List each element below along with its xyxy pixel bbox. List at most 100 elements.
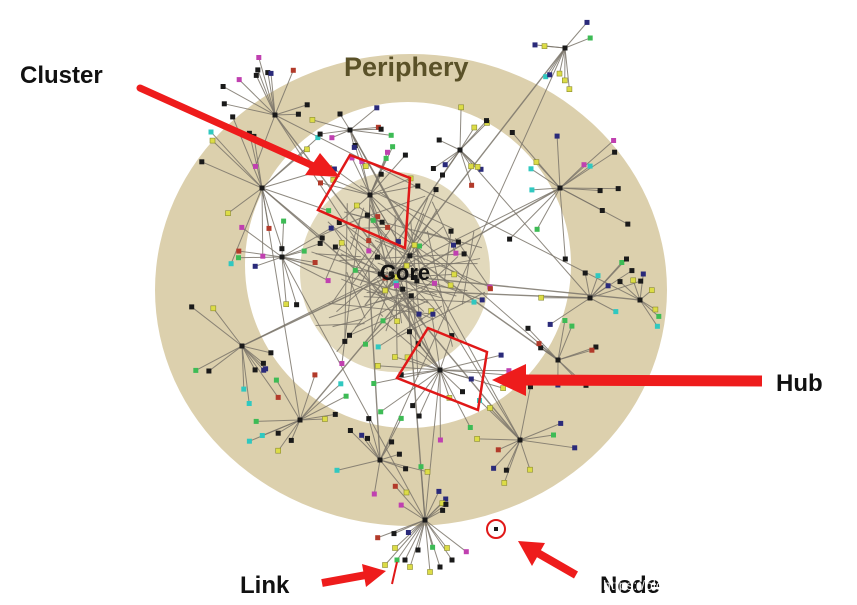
- network-node: [371, 491, 377, 497]
- network-node: [332, 244, 338, 250]
- network-node: [589, 347, 595, 353]
- network-link: [530, 168, 561, 189]
- network-link: [556, 136, 561, 189]
- network-node: [605, 283, 611, 289]
- network-node: [378, 171, 384, 177]
- network-link: [238, 256, 283, 259]
- network-link: [584, 272, 591, 299]
- network-node: [259, 185, 265, 191]
- network-node: [259, 433, 265, 438]
- network-link: [241, 227, 283, 258]
- network-link: [349, 207, 365, 250]
- network-node: [432, 280, 437, 286]
- network-node: [474, 164, 481, 170]
- network-node: [398, 372, 404, 378]
- network-link: [350, 209, 405, 286]
- network-node: [349, 155, 355, 161]
- network-link: [379, 47, 566, 461]
- network-link: [639, 299, 658, 327]
- network-link: [461, 231, 475, 305]
- network-link: [424, 502, 443, 521]
- network-link: [241, 345, 272, 354]
- network-node: [408, 293, 414, 299]
- network-node: [398, 502, 404, 508]
- network-link: [315, 253, 362, 258]
- network-node: [312, 372, 318, 378]
- network-link: [274, 104, 308, 116]
- network-node: [424, 468, 431, 475]
- network-link: [459, 127, 475, 151]
- network-link: [336, 273, 381, 313]
- network-node: [366, 238, 372, 244]
- network-link: [557, 320, 566, 361]
- network-node: [599, 208, 605, 213]
- network-link: [281, 256, 426, 521]
- network-link: [404, 519, 426, 561]
- network-node: [460, 389, 465, 395]
- highlighted-link: [391, 561, 398, 585]
- network-link: [338, 194, 371, 223]
- network-node: [380, 318, 386, 324]
- network-node: [319, 235, 325, 241]
- network-node: [379, 219, 385, 225]
- network-node: [328, 225, 334, 231]
- network-link: [350, 430, 381, 461]
- network-link: [531, 187, 561, 191]
- network-node: [538, 345, 544, 351]
- network-link: [281, 256, 298, 305]
- network-link: [299, 291, 409, 421]
- network-node: [412, 274, 418, 280]
- network-node: [375, 254, 380, 260]
- hub-label: Hub: [776, 370, 823, 397]
- network-node: [332, 411, 338, 417]
- network-link: [212, 140, 263, 189]
- network-link: [589, 258, 627, 299]
- network-node: [415, 547, 421, 553]
- network-link: [257, 69, 276, 116]
- network-link: [270, 73, 276, 116]
- network-link: [639, 299, 660, 317]
- network-node: [453, 250, 459, 256]
- network-node: [318, 180, 323, 186]
- network-link: [281, 242, 321, 258]
- network-link: [519, 439, 575, 449]
- network-node: [468, 163, 474, 170]
- network-node: [342, 338, 348, 344]
- network-link: [415, 243, 422, 278]
- network-node: [382, 562, 388, 568]
- network-link: [261, 187, 283, 249]
- network-node: [351, 144, 357, 150]
- network-node: [382, 287, 389, 294]
- network-link: [377, 262, 483, 301]
- network-link: [256, 419, 301, 422]
- network-link: [377, 365, 441, 371]
- network-node: [317, 131, 323, 137]
- network-node: [469, 182, 475, 188]
- network-node: [246, 401, 252, 406]
- network-link: [277, 419, 301, 452]
- network-node: [629, 268, 635, 274]
- network-link: [346, 272, 366, 319]
- network-link: [274, 113, 299, 116]
- network-node: [517, 437, 523, 443]
- network-link: [349, 129, 392, 136]
- network-node: [370, 217, 376, 223]
- network-link: [559, 187, 619, 190]
- network-node: [471, 124, 478, 131]
- network-node: [587, 295, 593, 301]
- network-node: [362, 163, 369, 169]
- network-link: [559, 151, 615, 189]
- network-node: [394, 274, 400, 280]
- network-node: [630, 277, 637, 284]
- network-node: [436, 488, 442, 494]
- link-arrow: [321, 564, 386, 587]
- network-node: [416, 311, 422, 317]
- network-node: [538, 294, 545, 301]
- network-node: [375, 124, 381, 130]
- network-node: [263, 366, 269, 372]
- network-link: [281, 256, 316, 263]
- network-node: [430, 166, 436, 171]
- network-link: [549, 297, 591, 325]
- network-node: [478, 166, 484, 172]
- network-link: [519, 386, 531, 441]
